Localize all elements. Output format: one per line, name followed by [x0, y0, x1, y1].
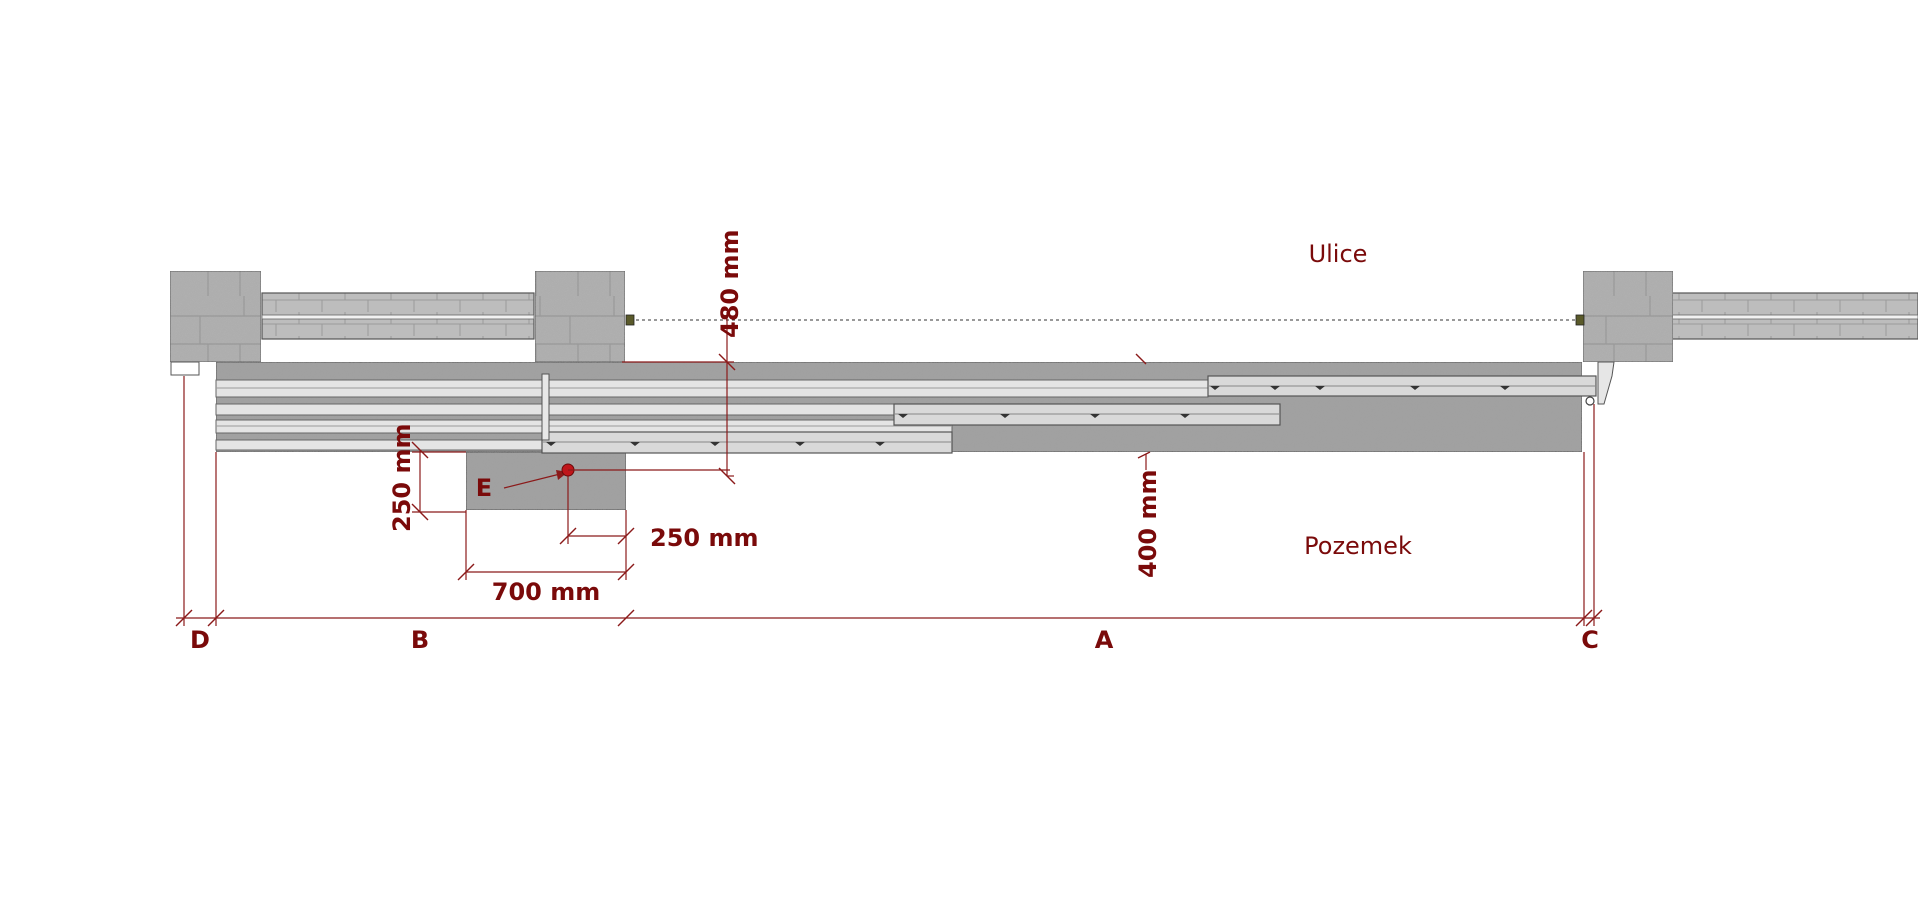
- pillar-left-outer: [169, 270, 262, 363]
- end-stop-block: [170, 361, 200, 376]
- dimension-250-horizontal-label: 250 mm: [650, 524, 758, 552]
- fence-wall-left: [261, 292, 535, 340]
- dimension-250-vertical-label: 250 mm: [388, 424, 416, 532]
- segment-d-label: D: [190, 626, 210, 654]
- street-label: Ulice: [1309, 240, 1368, 268]
- dimension-700: [457, 510, 635, 581]
- dimension-480: [622, 312, 736, 485]
- dimension-480-label: 480 mm: [716, 230, 744, 338]
- fence-wall-right: [1671, 292, 1918, 340]
- gate-post-marker-right: [1575, 314, 1585, 326]
- segment-c-label: C: [1581, 626, 1599, 654]
- point-e-label: E: [476, 474, 492, 502]
- gate-leaf-middle: [893, 403, 1281, 426]
- gate-rails: [215, 379, 1209, 451]
- land-label: Pozemek: [1304, 532, 1412, 560]
- dimension-baseline: [175, 376, 1603, 627]
- gate-vertical-post: [541, 373, 550, 441]
- gate-post-marker-left: [625, 314, 635, 326]
- segment-a-label: A: [1095, 626, 1114, 654]
- dimension-400-label: 400 mm: [1134, 470, 1162, 578]
- point-e-marker: [503, 463, 730, 489]
- pillar-right: [1582, 270, 1674, 363]
- end-catcher: [1585, 361, 1615, 406]
- dimension-400: [1135, 353, 1151, 470]
- dimension-250-vertical: [411, 441, 466, 521]
- segment-b-label: B: [411, 626, 429, 654]
- dimension-700-label: 700 mm: [492, 578, 600, 606]
- gate-leaf-inner: [541, 431, 953, 454]
- motor-foundation: [465, 451, 627, 511]
- pillar-left-inner: [534, 270, 626, 363]
- gate-leaf-outer: [1207, 375, 1597, 397]
